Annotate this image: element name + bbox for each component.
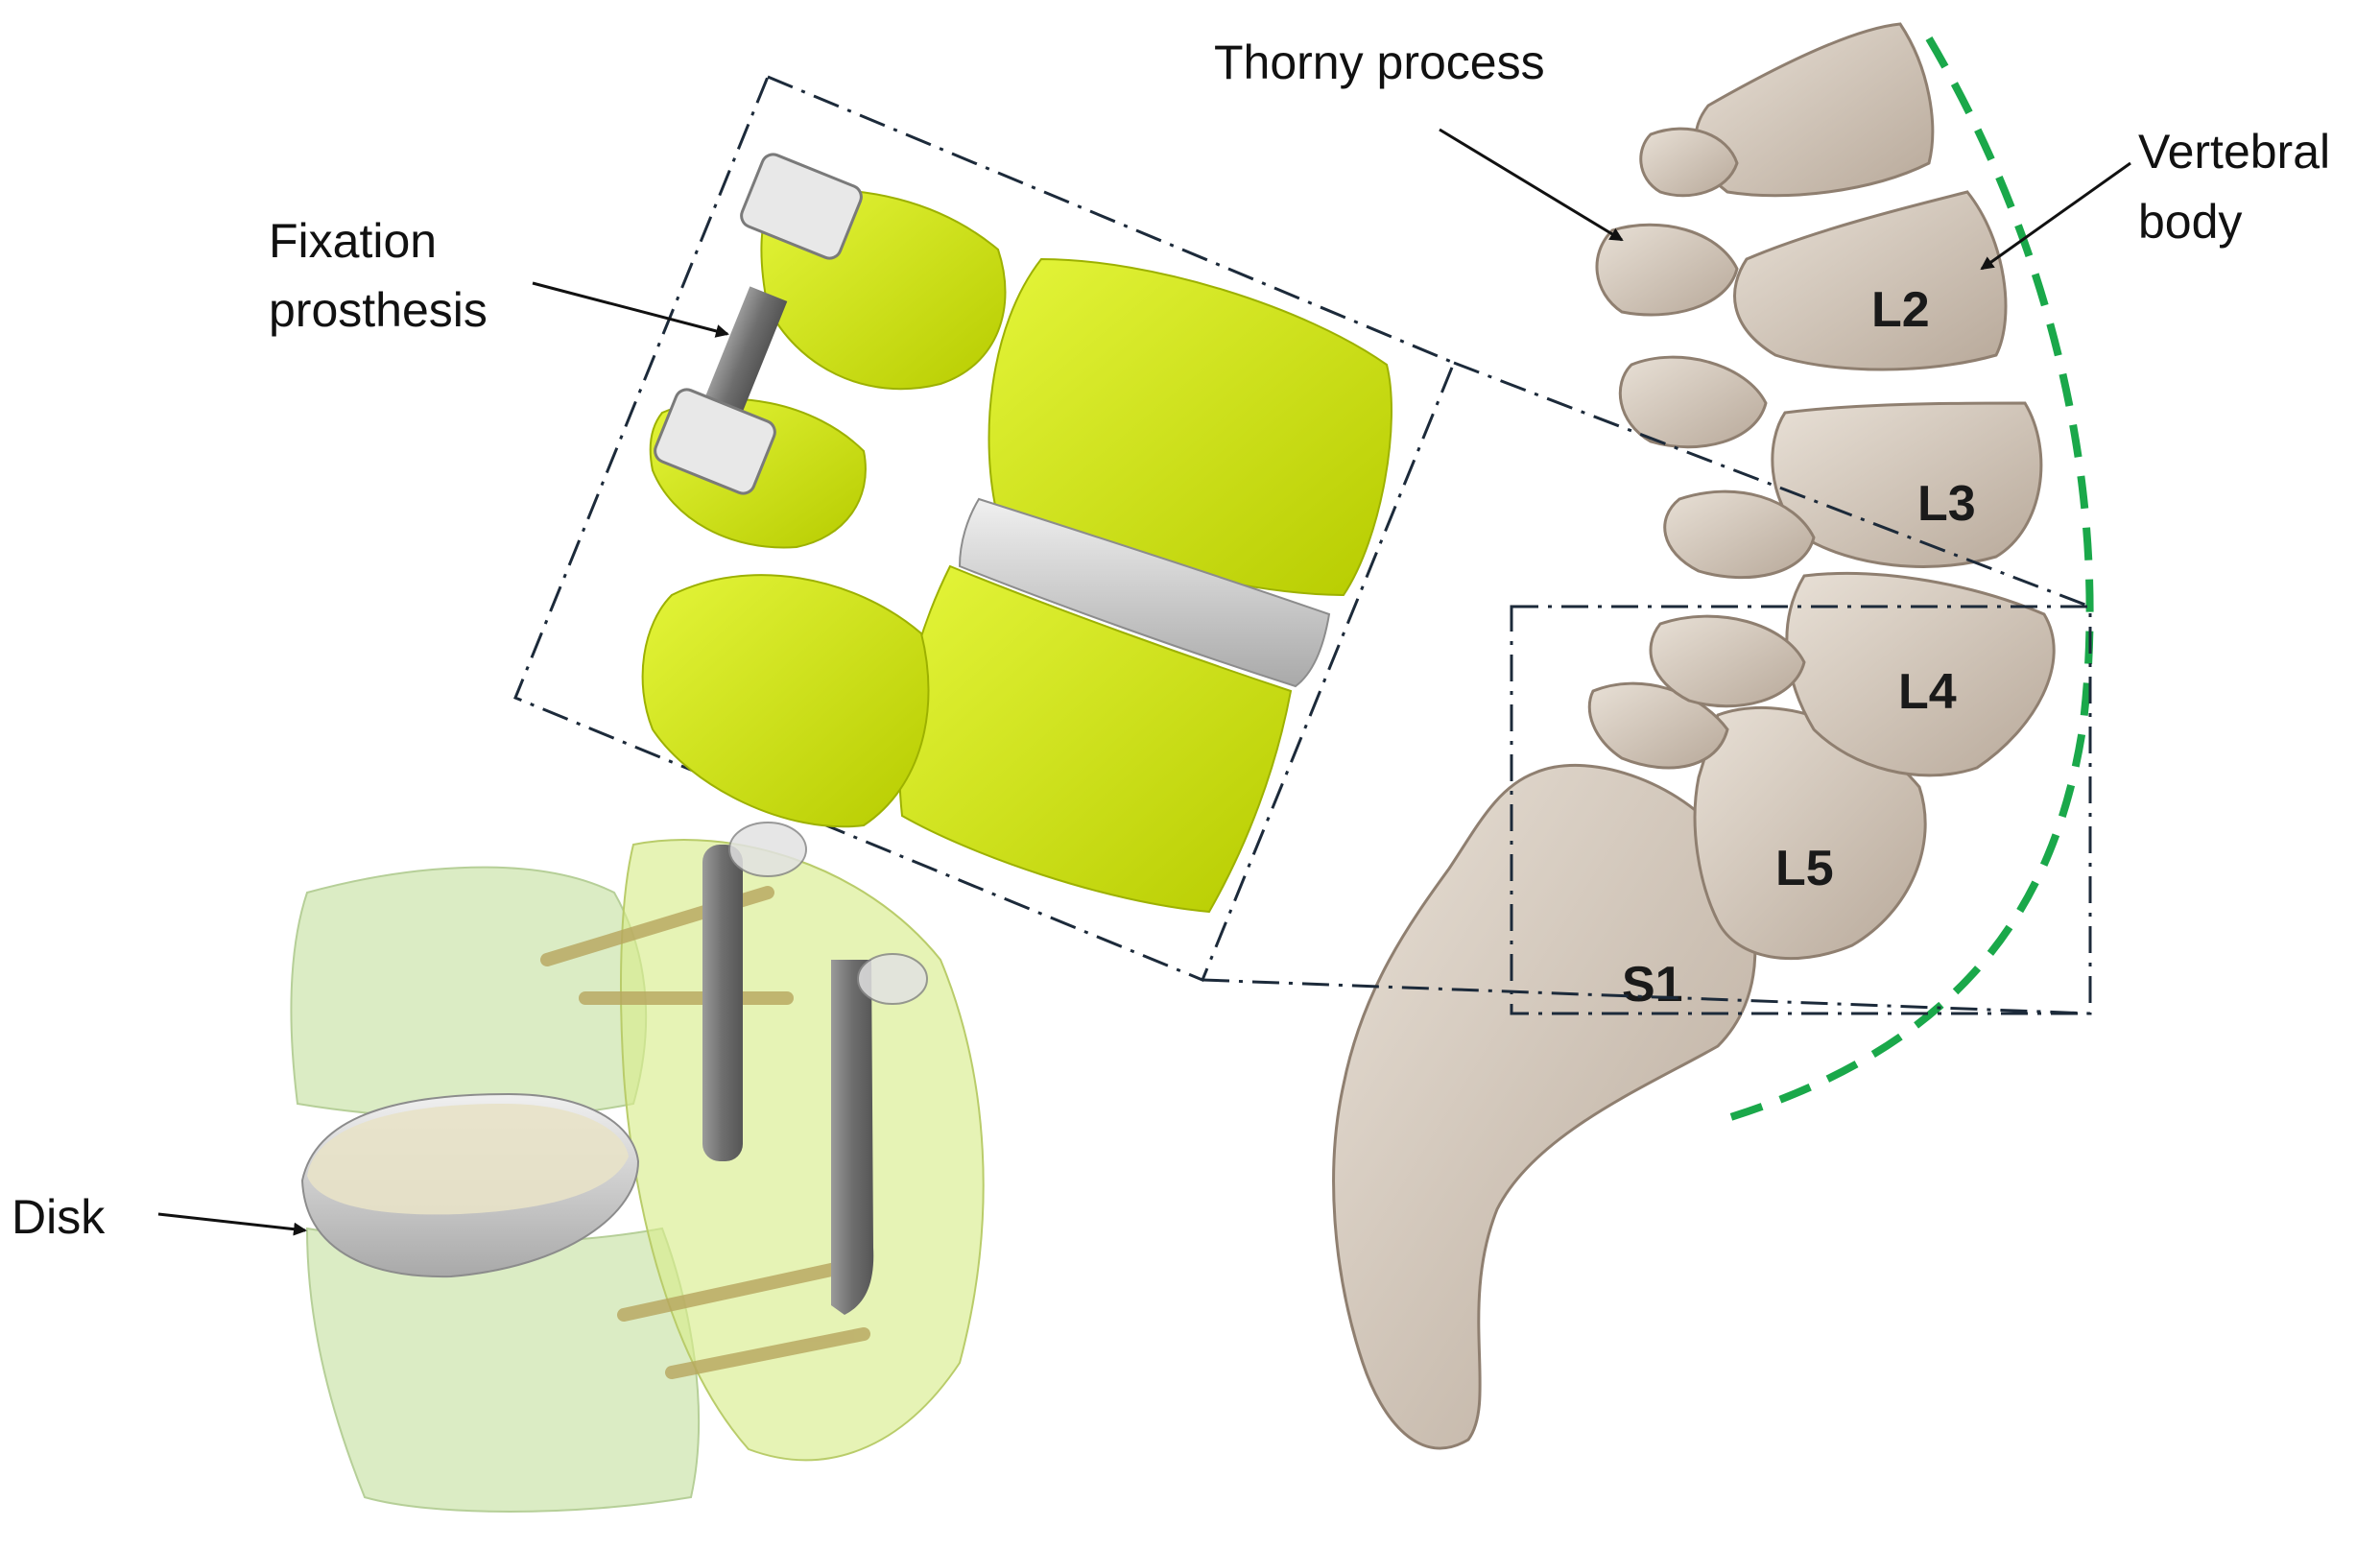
transparent-rod-left [702, 845, 743, 1161]
label-vertebral-line2: body [2138, 195, 2242, 249]
fixation-model-frame-group [513, 75, 2091, 1015]
label-s1: S1 [1622, 957, 1683, 1013]
l3-process-shape [1663, 489, 1816, 580]
label-fixation-line1: Fixation [269, 214, 437, 268]
green-vertebra-upper [988, 257, 1392, 597]
label-fixation-line2: prosthesis [269, 283, 488, 337]
arrow-vertebral-body [1980, 161, 2131, 271]
label-thorny-process: Thorny process [1214, 36, 1545, 89]
transparent-rod-right [831, 960, 874, 1315]
label-l3: L3 [1917, 476, 1976, 532]
l2-process-shape [1618, 355, 1768, 449]
l5-process-shape [1587, 681, 1729, 770]
disk-top-surface [307, 1104, 629, 1215]
transparent-body-lower [305, 1227, 701, 1513]
arrow-disk [157, 1212, 307, 1236]
transparent-screw-cap-right [857, 953, 928, 1005]
label-l2: L2 [1871, 282, 1930, 338]
thorny-process-shape [1595, 223, 1739, 317]
zoom-frame-right [1510, 605, 2092, 1015]
label-disk: Disk [12, 1190, 106, 1244]
l4-process-shape [1649, 614, 1806, 708]
vertebra-l4-shape [1785, 571, 2056, 777]
green-posterior-lower [641, 574, 930, 828]
arrow-thorny-process [1439, 128, 1624, 242]
transparent-model-group [290, 822, 985, 1513]
screw-head-lower [654, 388, 776, 495]
vertebra-l2-shape [1733, 190, 2008, 371]
arrow-fixation-prosthesis [532, 281, 729, 338]
lumbar-spine-illustration [1332, 22, 2056, 1450]
label-l5: L5 [1775, 841, 1834, 896]
transparent-screw-cap-top [728, 822, 807, 877]
label-l4: L4 [1898, 664, 1957, 720]
connector-line-upper [1453, 361, 2091, 608]
upper-process-shape [1639, 127, 1739, 198]
label-vertebral-line1: Vertebral [2138, 125, 2330, 179]
gray-disk [958, 497, 1331, 688]
screw-head-upper [740, 153, 863, 260]
sacrum-shape [1332, 763, 1757, 1450]
